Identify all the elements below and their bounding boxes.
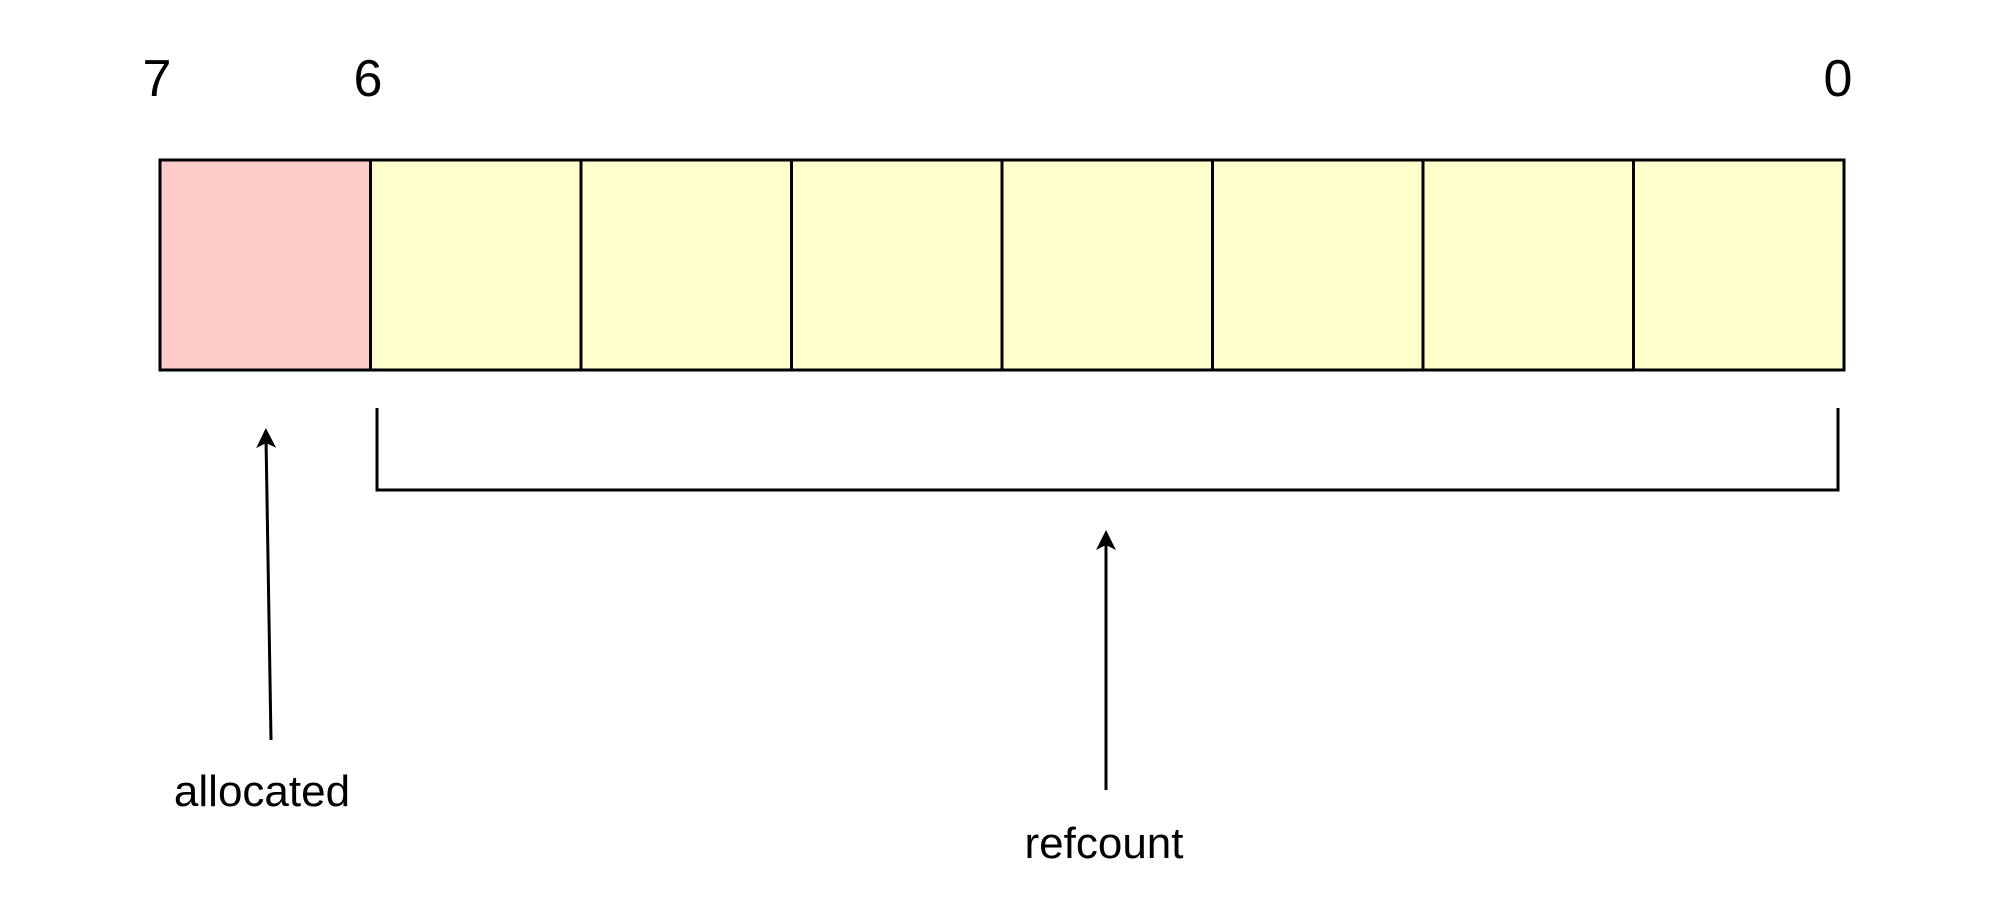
bit-cell-1-refcount bbox=[1421, 158, 1635, 372]
bit-cell-6-refcount bbox=[369, 158, 583, 372]
refcount-label: refcount bbox=[1025, 819, 1184, 868]
allocated-arrow bbox=[256, 428, 277, 741]
refcount-bracket bbox=[375, 408, 1840, 492]
bit-cell-3-refcount bbox=[1000, 158, 1214, 372]
bit-cell-2-refcount bbox=[1211, 158, 1425, 372]
bit-cell-5-refcount bbox=[579, 158, 793, 372]
bit-label-0: 0 bbox=[1824, 50, 1853, 108]
bit-label-6: 6 bbox=[354, 50, 383, 108]
bit-label-7: 7 bbox=[143, 50, 172, 108]
bit-cell-7-allocated bbox=[158, 158, 372, 372]
allocated-label: allocated bbox=[174, 767, 350, 816]
bit-cell-4-refcount bbox=[790, 158, 1004, 372]
bit-cells bbox=[158, 158, 1846, 372]
bit-cell-0-refcount bbox=[1632, 158, 1846, 372]
